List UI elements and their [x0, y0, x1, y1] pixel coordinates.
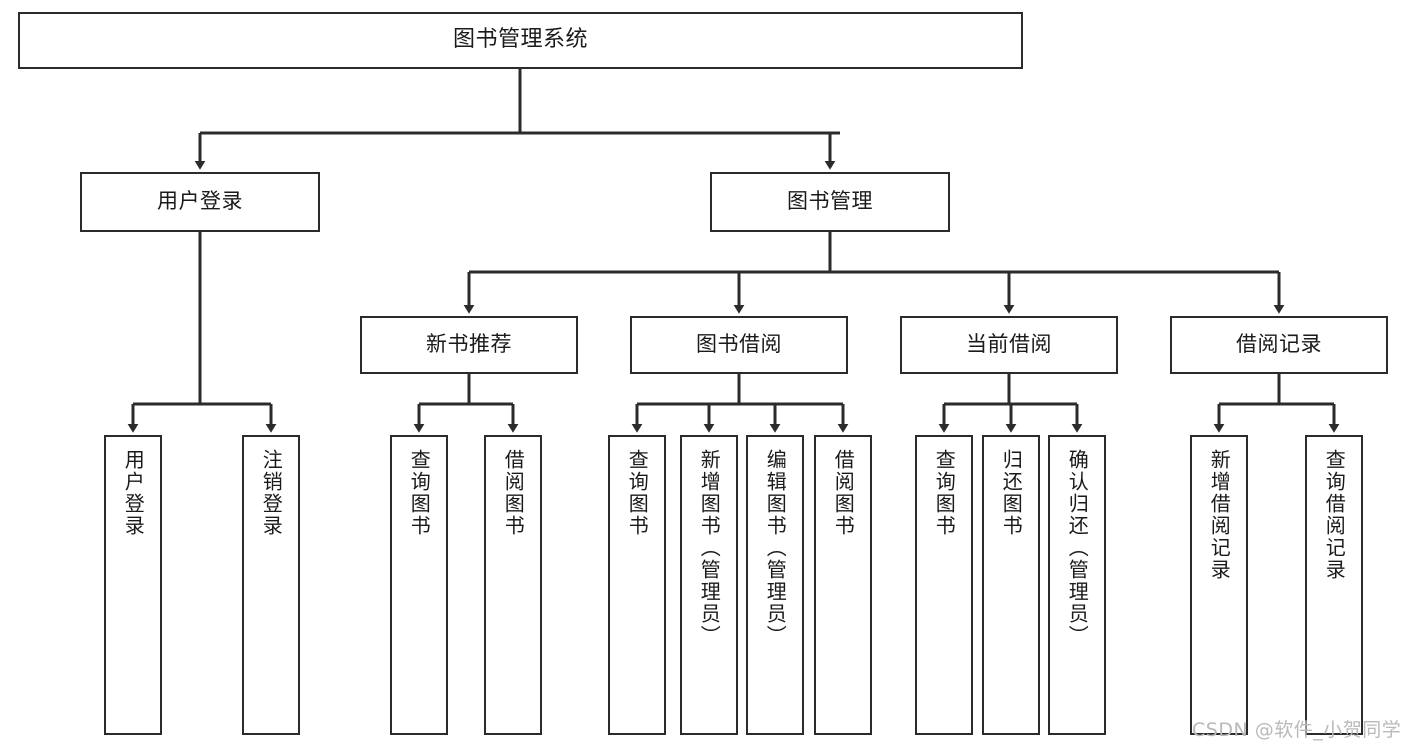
node-label: 新增借阅记录 [1207, 449, 1232, 581]
node-book-management[interactable]: 图书管理 [710, 172, 950, 232]
node-label: 确认归还（管理员） [1065, 449, 1090, 647]
node-root-system[interactable]: 图书管理系统 [18, 12, 1023, 69]
node-label: 用户登录 [157, 189, 243, 214]
node-label: 当前借阅 [966, 332, 1052, 357]
node-label: 借阅记录 [1236, 332, 1322, 357]
leaf-query-borrow-record[interactable]: 查询借阅记录 [1305, 435, 1363, 735]
node-label: 借阅图书 [501, 449, 526, 537]
node-label: 查询图书 [932, 449, 957, 537]
node-borrow-records[interactable]: 借阅记录 [1170, 316, 1388, 374]
node-label: 借阅图书 [831, 449, 856, 537]
node-label: 新增图书（管理员） [697, 449, 722, 647]
leaf-logout-login[interactable]: 注销登录 [242, 435, 300, 735]
node-label: 查询图书 [625, 449, 650, 537]
node-label: 图书借阅 [696, 332, 782, 357]
node-label: 图书管理系统 [452, 27, 588, 53]
leaf-add-book-admin[interactable]: 新增图书（管理员） [680, 435, 738, 735]
node-label: 图书管理 [787, 189, 873, 214]
node-user-login[interactable]: 用户登录 [80, 172, 320, 232]
leaf-user-login[interactable]: 用户登录 [104, 435, 162, 735]
node-label: 归还图书 [999, 449, 1024, 537]
node-current-borrow[interactable]: 当前借阅 [900, 316, 1118, 374]
node-label: 编辑图书（管理员） [763, 449, 788, 647]
leaf-edit-book-admin[interactable]: 编辑图书（管理员） [746, 435, 804, 735]
node-label: 新书推荐 [426, 332, 512, 357]
leaf-query-books-borrow[interactable]: 查询图书 [608, 435, 666, 735]
leaf-borrow-books-newbook[interactable]: 借阅图书 [484, 435, 542, 735]
leaf-confirm-return-admin[interactable]: 确认归还（管理员） [1048, 435, 1106, 735]
leaf-query-books-newbook[interactable]: 查询图书 [390, 435, 448, 735]
leaf-query-books-current[interactable]: 查询图书 [915, 435, 973, 735]
node-new-book-recommend[interactable]: 新书推荐 [360, 316, 578, 374]
node-label: 查询借阅记录 [1322, 449, 1347, 581]
node-label: 注销登录 [259, 449, 284, 537]
csdn-watermark: CSDN @软件_小贺同学 [1192, 719, 1402, 741]
node-label: 查询图书 [407, 449, 432, 537]
leaf-return-books[interactable]: 归还图书 [982, 435, 1040, 735]
leaf-add-borrow-record[interactable]: 新增借阅记录 [1190, 435, 1248, 735]
leaf-borrow-books[interactable]: 借阅图书 [814, 435, 872, 735]
node-book-borrow[interactable]: 图书借阅 [630, 316, 848, 374]
node-label: 用户登录 [121, 449, 146, 537]
